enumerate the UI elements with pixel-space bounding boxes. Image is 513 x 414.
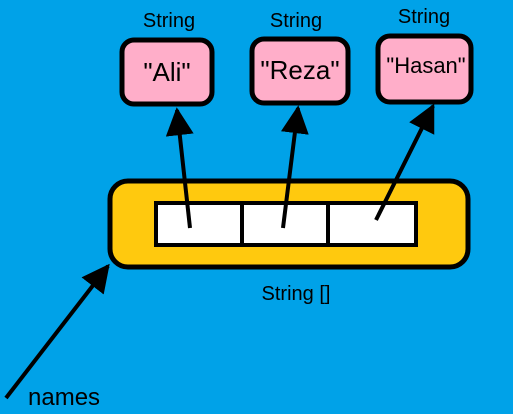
- string-object-box-1: [119, 37, 215, 107]
- reference-arrow-cell-1: [280, 105, 309, 229]
- string-value-3: "Hasan": [386, 53, 465, 78]
- reference-arrow-cell-2: [374, 103, 435, 221]
- array-cell-0: [154, 201, 244, 247]
- string-object-box-2: [249, 36, 351, 106]
- string-value-1: "Ali": [143, 57, 190, 87]
- string-object-box-3: [375, 33, 474, 105]
- string-type-label-1: String: [143, 10, 195, 32]
- string-type-label-2: String: [270, 10, 322, 32]
- variable-reference-arrow: [4, 263, 110, 400]
- reference-arrow-cell-0: [165, 107, 194, 229]
- string-value-2: "Reza": [260, 55, 339, 85]
- string-type-label-3: String: [398, 6, 450, 28]
- array-type-label: String []: [262, 283, 331, 305]
- variable-name-label: names: [28, 384, 100, 411]
- array-cell-2: [326, 201, 418, 247]
